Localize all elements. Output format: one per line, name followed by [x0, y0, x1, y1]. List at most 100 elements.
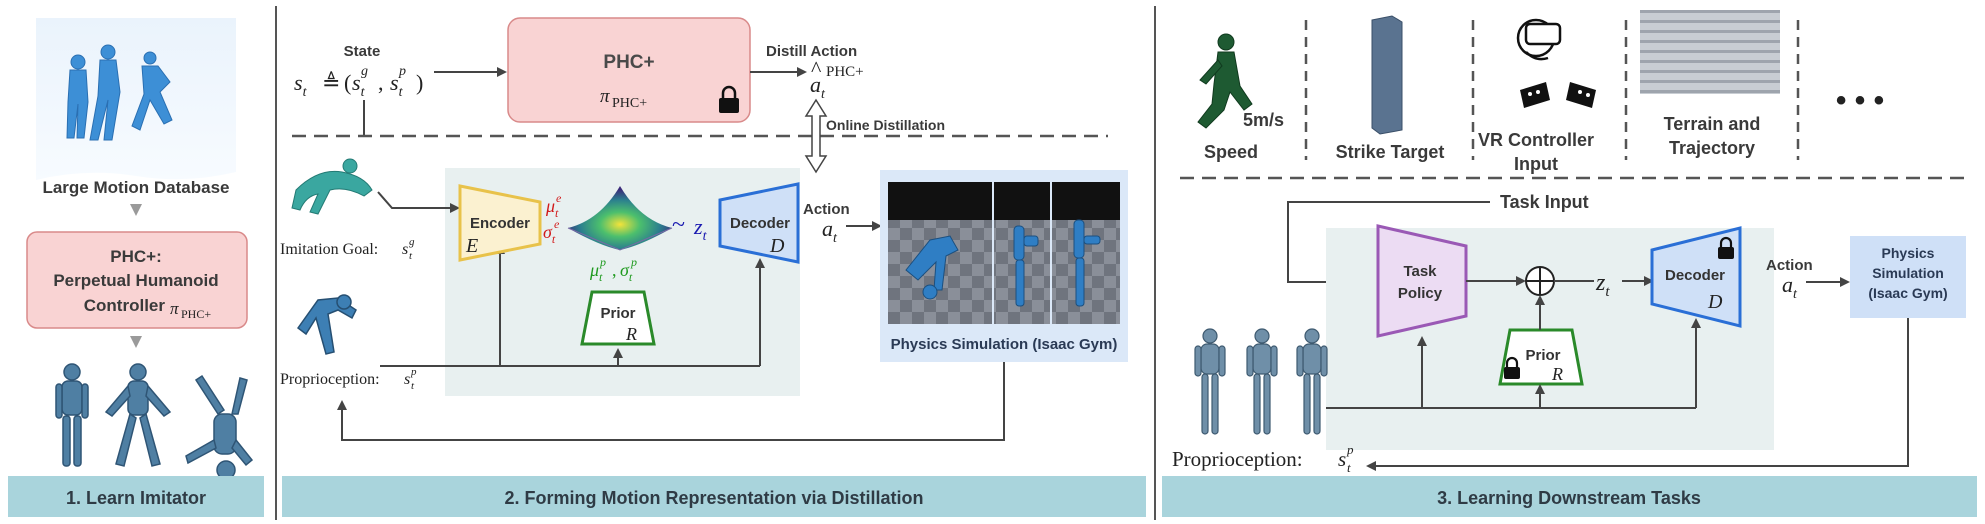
pi-subscript: PHC+	[612, 96, 647, 111]
task-policy-line2: Policy	[1398, 285, 1443, 302]
phc-teacher-title: PHC+	[603, 52, 654, 73]
goal-to-encoder-arrow	[377, 191, 460, 213]
sim-feedback-arrow	[337, 362, 1005, 441]
physics-sim-line3: (Isaac Gym)	[1868, 285, 1947, 301]
task-speed: 5m/s Speed	[1197, 33, 1284, 162]
physics-sim-line1: Physics	[1882, 245, 1935, 261]
vr-controller-icon	[1520, 82, 1596, 108]
humanoid-icon	[905, 219, 1101, 307]
svg-text:p: p	[599, 255, 606, 269]
svg-text:e: e	[554, 217, 560, 231]
proprioception-text: Proprioception: s t p	[280, 366, 417, 392]
svg-text:p: p	[630, 255, 637, 269]
task-extra-label: 5m/s	[1243, 110, 1284, 130]
footer-bar	[282, 476, 1146, 517]
terrain-image	[1640, 10, 1780, 94]
svg-text:): )	[416, 70, 423, 95]
encoder-symbol: E	[465, 235, 478, 257]
footer-label: 3. Learning Downstream Tasks	[1437, 488, 1701, 508]
panel-learn-imitator: Large Motion Database PHC+: Perpetual Hu…	[8, 18, 264, 517]
pi-subscript: PHC+	[181, 307, 211, 321]
decoder-symbol: D	[769, 235, 785, 257]
action-hat-superscript: PHC+	[826, 64, 864, 80]
sim-feedback-arrow	[1366, 318, 1909, 471]
vr-headset-icon	[1516, 18, 1562, 61]
prior-symbol: R	[625, 324, 637, 344]
decoder-symbol: D	[1707, 291, 1723, 313]
pi-symbol: π	[170, 299, 179, 318]
tilde-symbol: ~	[672, 212, 685, 238]
action-label: Action	[1766, 257, 1813, 274]
humanoid-icon	[1197, 33, 1253, 129]
online-distillation-arrow	[804, 98, 828, 174]
pi-symbol: π	[600, 86, 610, 107]
svg-text:s: s	[402, 241, 408, 258]
physics-sim-line2: Simulation	[1872, 265, 1944, 281]
svg-text:p: p	[398, 64, 406, 79]
svg-text:s: s	[404, 371, 410, 388]
phc-teacher-box	[507, 17, 751, 123]
svg-text:Proprioception:: Proprioception:	[280, 371, 380, 388]
lock-icon	[1504, 356, 1520, 379]
target-pillar-icon	[1371, 15, 1403, 135]
svg-text:s: s	[1338, 447, 1346, 471]
decoder-label: Decoder	[730, 215, 790, 232]
task-vr-controller: VR Controller Input	[1478, 18, 1596, 174]
svg-text:t: t	[1347, 460, 1351, 475]
database-label: Large Motion Database	[42, 178, 229, 197]
task-label-line2: Trajectory	[1669, 138, 1755, 158]
physics-sim-box	[1850, 236, 1966, 318]
svg-text:p: p	[410, 366, 417, 378]
decoder-block	[718, 182, 800, 264]
task-policy-block	[1376, 224, 1468, 338]
footer-bar	[1162, 476, 1977, 517]
proprioception-text: Proprioception: s t p	[1172, 442, 1354, 475]
distilled-action-symbol: at ^	[810, 56, 826, 102]
database-background	[36, 18, 236, 180]
panel-downstream-tasks: 5m/s Speed Strike Target VR Controller I…	[1162, 10, 1977, 517]
physics-sim-label: Physics Simulation (Isaac Gym)	[891, 336, 1118, 353]
prior-label: Prior	[1525, 347, 1560, 364]
encoder-label: Encoder	[470, 215, 530, 232]
task-terrain: Terrain and Trajectory	[1640, 10, 1780, 158]
svg-text:p: p	[1346, 442, 1354, 457]
svg-text:Imitation Goal:: Imitation Goal:	[280, 241, 378, 258]
action-symbol: at	[822, 216, 838, 246]
state-label: State	[344, 43, 381, 60]
svg-text:,: ,	[612, 260, 617, 280]
prior-block	[1498, 328, 1584, 386]
svg-text:^: ^	[811, 56, 822, 81]
phc-pretrained-box	[26, 231, 248, 329]
panel-forming-motion-representation: State st ≜ ( st g , st p ) PHC+ π PHC+ D…	[280, 17, 1146, 517]
phc-box-line3: Controller	[84, 296, 166, 315]
lock-icon	[719, 85, 739, 113]
encoder-distribution-params: μt e σt e	[543, 191, 562, 246]
svg-text:≜: ≜	[322, 70, 340, 95]
footer-label: 2. Forming Motion Representation via Dis…	[504, 488, 923, 508]
task-label: Strike Target	[1336, 142, 1445, 162]
task-strike-target: Strike Target	[1336, 15, 1445, 162]
task-label: Speed	[1204, 142, 1258, 162]
task-label: Terrain and	[1664, 114, 1761, 134]
action-label: Action	[803, 201, 850, 218]
prior-symbol: R	[1551, 364, 1563, 384]
humanoid-icon	[55, 363, 254, 480]
decoder-label: Decoder	[1665, 267, 1725, 284]
surface-plot-icon	[567, 186, 673, 251]
encoder-block	[458, 184, 542, 262]
down-arrow-icon	[130, 336, 142, 348]
prior-label: Prior	[600, 305, 635, 322]
action-symbol: at	[1782, 272, 1798, 302]
online-distillation-label: Online Distillation	[826, 117, 945, 133]
svg-text:e: e	[556, 191, 562, 205]
sim-frames	[888, 182, 1120, 324]
humanoid-icon	[66, 44, 173, 141]
humanoid-icon	[291, 158, 373, 215]
svg-text:st: st	[294, 70, 308, 100]
task-label-line2: Input	[1514, 154, 1558, 174]
svg-text:,: ,	[378, 70, 384, 95]
svg-text:t: t	[409, 250, 413, 262]
state-equation: st ≜ ( st g , st p )	[294, 64, 423, 100]
lock-icon	[1718, 236, 1734, 259]
task-policy-line1: Task	[1403, 263, 1437, 280]
